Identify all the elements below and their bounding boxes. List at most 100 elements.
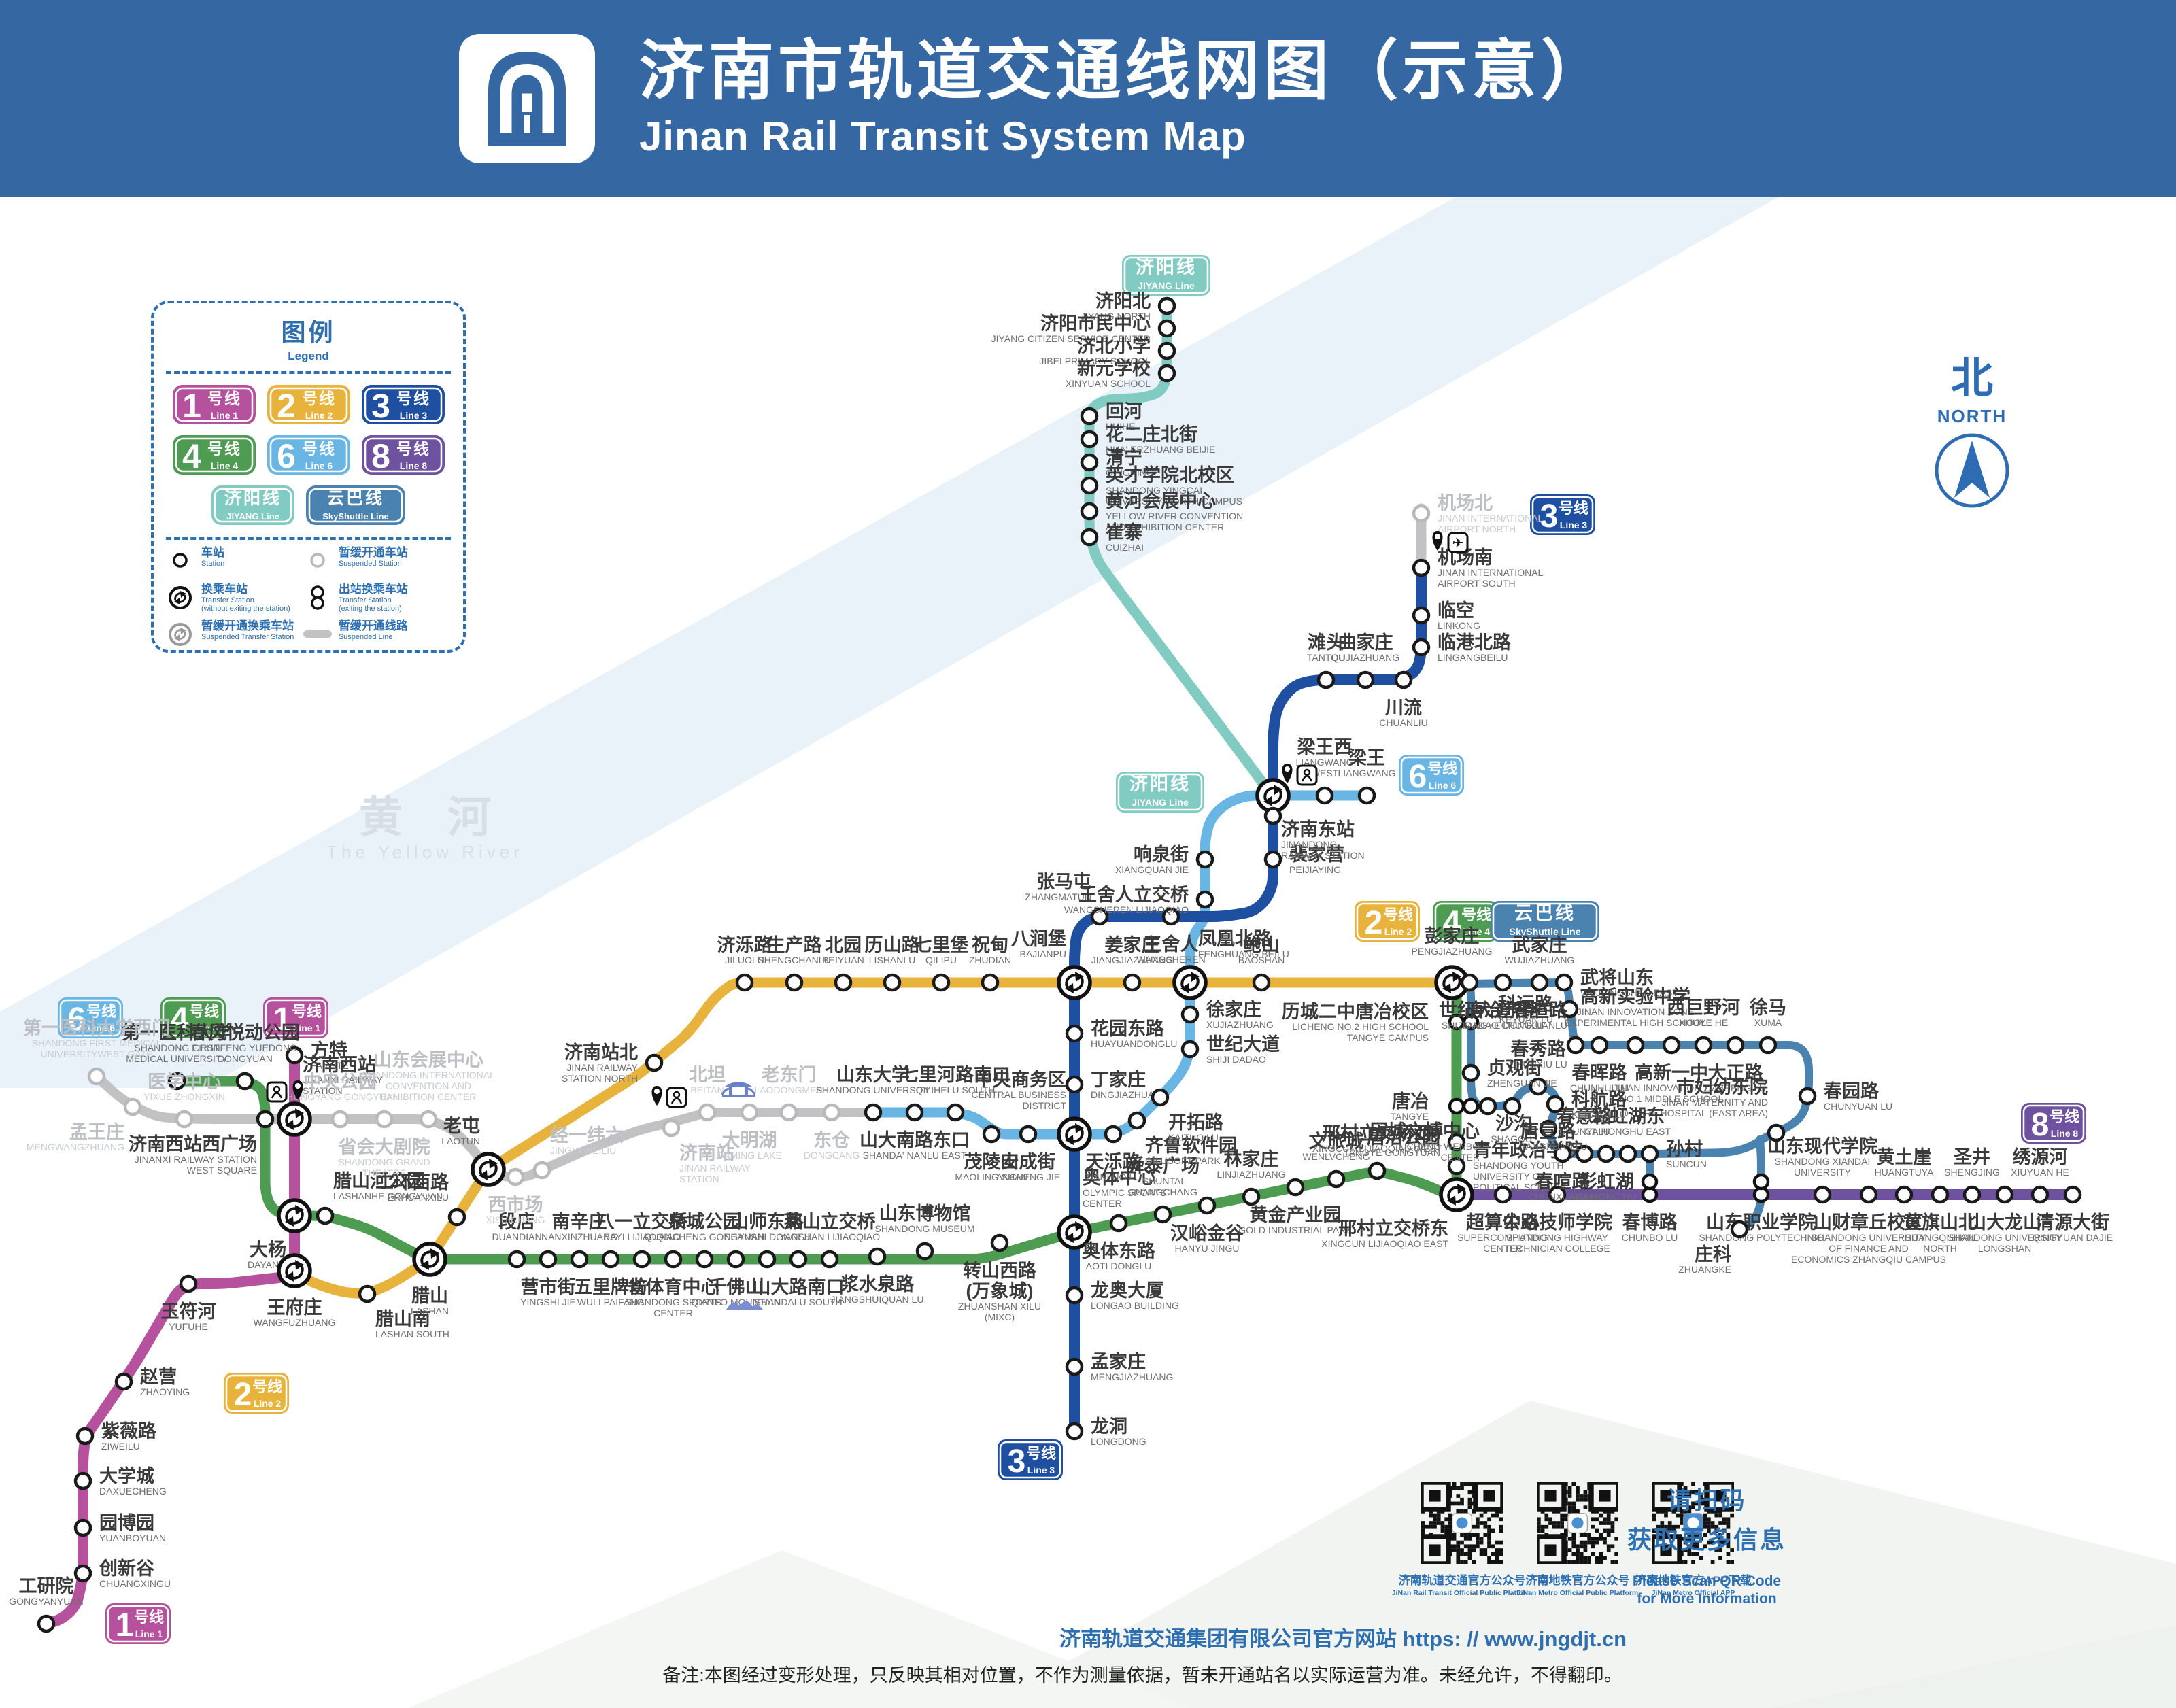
svg-text:4: 4	[171, 1002, 189, 1038]
svg-text:滩头: 滩头	[1308, 632, 1344, 653]
svg-text:山东职业学院: 山东职业学院	[1706, 1212, 1816, 1233]
rail-icon	[1296, 764, 1318, 786]
svg-text:川流: 川流	[1385, 698, 1422, 718]
svg-text:JINANDONG: JINANDONG	[1281, 839, 1337, 850]
svg-text:8: 8	[2031, 1107, 2050, 1143]
svg-text:SHAGOU: SHAGOU	[1491, 1133, 1532, 1144]
compass-north-en: NORTH	[1937, 406, 2007, 426]
svg-text:春晖路: 春晖路	[1572, 1062, 1628, 1083]
svg-text:回河: 回河	[1106, 401, 1142, 422]
svg-text:Line 8: Line 8	[399, 460, 427, 471]
svg-text:紫薇路: 紫薇路	[101, 1420, 157, 1441]
svg-text:STATION: STATION	[303, 1085, 343, 1096]
svg-text:2: 2	[1365, 905, 1383, 941]
svg-text:南辛庄: 南辛庄	[552, 1211, 607, 1232]
svg-text:张马屯: 张马屯	[1036, 872, 1091, 892]
page-title-en: Jinan Rail Transit System Map	[639, 113, 1246, 159]
svg-text:龙洞: 龙洞	[1091, 1416, 1127, 1437]
svg-text:JINAN INNOVATION ZONE: JINAN INNOVATION ZONE	[1613, 1082, 1730, 1093]
svg-text:济南东站: 济南东站	[1281, 819, 1355, 840]
svg-text:JIYANG Line: JIYANG Line	[1138, 280, 1195, 291]
svg-text:SHANDALU SOUTH: SHANDALU SOUTH	[754, 1297, 842, 1308]
svg-text:JIANGJIAZHUANG: JIANGJIAZHUANG	[1091, 955, 1174, 966]
svg-text:ZHUANSHAN XILU: ZHUANSHAN XILU	[958, 1301, 1041, 1312]
svg-text:CENTER: CENTER	[1483, 1243, 1523, 1254]
svg-text:ANCHENG JIE: ANCHENG JIE	[996, 1172, 1060, 1182]
svg-text:SHANDONG HIGHWAY: SHANDONG HIGHWAY	[1506, 1232, 1609, 1243]
svg-text:济阳线: 济阳线	[1136, 257, 1197, 277]
svg-text:LICHENG WENBO: LICHENG WENBO	[1399, 1141, 1480, 1152]
svg-text:QINGNING: QINGNING	[1106, 467, 1154, 478]
svg-text:徐马: 徐马	[1749, 997, 1786, 1018]
svg-text:SHENGJING: SHENGJING	[1944, 1167, 2000, 1178]
scan-hint: 请扫码 获取更多信息 Please Scan QR Code for More …	[1612, 1481, 1802, 1607]
svg-text:JINAN RAILWAY: JINAN RAILWAY	[679, 1163, 751, 1174]
svg-text:老屯: 老屯	[443, 1116, 480, 1136]
svg-text:济南站北: 济南站北	[564, 1042, 638, 1063]
svg-text:山大龙山: 山大龙山	[1968, 1212, 2041, 1233]
svg-text:8: 8	[371, 437, 390, 475]
svg-text:高新实验中学: 高新实验中学	[1580, 986, 1690, 1007]
svg-text:SHUNTAI: SHUNTAI	[1142, 1176, 1183, 1186]
svg-text:科远路: 科远路	[1498, 993, 1554, 1014]
svg-text:YIXUE ZHONGXIN: YIXUE ZHONGXIN	[143, 1091, 225, 1102]
svg-text:JINANXI RAILWAY: JINANXI RAILWAY	[303, 1074, 384, 1085]
svg-text:春园路: 春园路	[1824, 1080, 1880, 1101]
svg-text:DINGJIAZHUANG: DINGJIAZHUANG	[1091, 1089, 1168, 1100]
svg-text:CONVENTION AND: CONVENTION AND	[386, 1080, 471, 1091]
svg-text:QINGYUAN DAJIE: QINGYUAN DAJIE	[2033, 1232, 2113, 1243]
svg-text:SHANDONG XIANDAI: SHANDONG XIANDAI	[1775, 1156, 1871, 1167]
svg-text:邢村立交桥西: 邢村立交桥西	[1322, 1123, 1432, 1144]
svg-text:LISHANLU: LISHANLU	[869, 955, 915, 966]
svg-text:唐宣路: 唐宣路	[1520, 1121, 1576, 1142]
svg-text:崔寨: 崔寨	[1106, 522, 1142, 543]
scan-hint-zh1: 请扫码	[1667, 1486, 1747, 1514]
svg-text:XUMA: XUMA	[1754, 1017, 1782, 1028]
line-skyshuttle-spur-east	[1735, 1135, 1765, 1233]
svg-text:JINAN INTERNATIONAL: JINAN INTERNATIONAL	[1438, 513, 1544, 524]
svg-text:号线: 号线	[302, 390, 336, 407]
svg-text:英才学院北校区: 英才学院北校区	[1106, 464, 1234, 485]
svg-text:FANGTE: FANGTE	[311, 1060, 349, 1071]
svg-text:HUA' ERZHUANG BEIJIE: HUA' ERZHUANG BEIJIE	[1106, 444, 1215, 455]
svg-text:(MIXC): (MIXC)	[985, 1312, 1015, 1322]
svg-text:Line 1: Line 1	[210, 410, 238, 421]
svg-text:AIRPORT NORTH: AIRPORT NORTH	[1438, 524, 1516, 534]
svg-text:东仓: 东仓	[813, 1129, 851, 1150]
svg-text:DUANDIAN: DUANDIAN	[492, 1231, 541, 1242]
svg-text:经一纬六: 经一纬六	[550, 1125, 624, 1146]
svg-text:彭家庄: 彭家庄	[1425, 925, 1480, 946]
svg-text:茂陵山: 茂陵山	[964, 1152, 1019, 1172]
svg-text:2: 2	[234, 1377, 252, 1413]
svg-text:安成街: 安成街	[1001, 1152, 1056, 1172]
svg-text:The Yellow River: The Yellow River	[326, 842, 524, 862]
